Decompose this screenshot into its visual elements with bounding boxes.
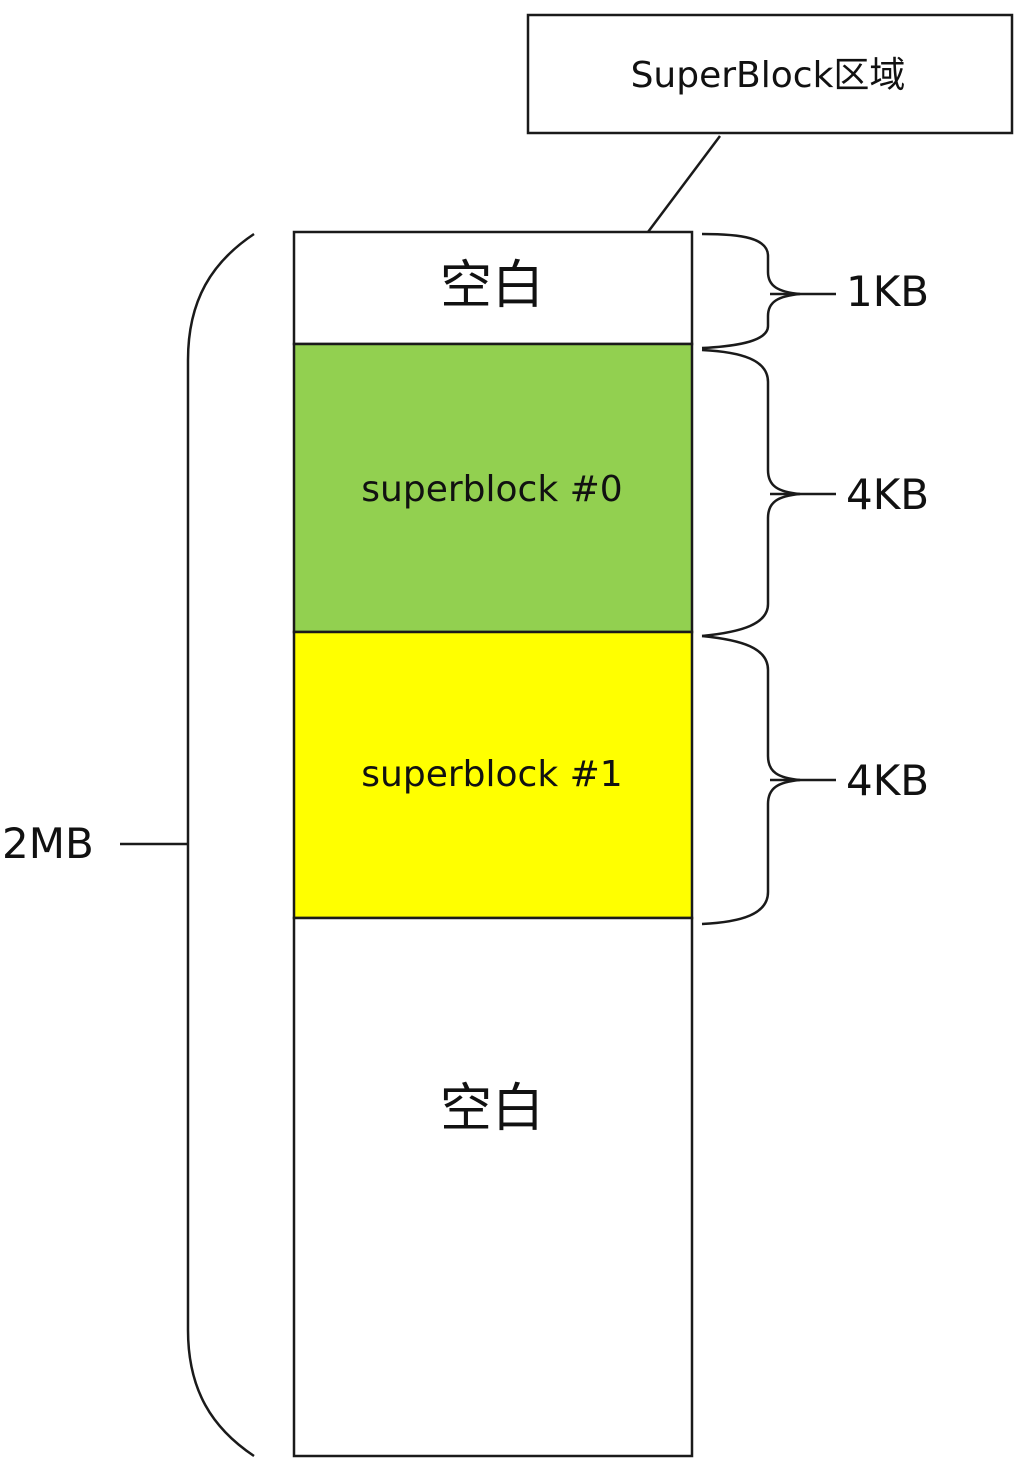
- total-brace: 2MB: [2, 232, 255, 1458]
- size-label-1kb: 1KB: [846, 267, 929, 316]
- segment-stack: 空白 superblock #0 superblock #1 空白: [292, 230, 694, 1458]
- brace-1kb: [701, 232, 801, 350]
- segment-superblock-0: [292, 342, 694, 634]
- segment-blank-top: [292, 230, 694, 346]
- size-label-4kb-first: 4KB: [846, 470, 929, 519]
- callout-pointer-line: [647, 135, 721, 233]
- segment-superblock-0-label: superblock #0: [361, 469, 622, 510]
- segment-blank-bottom: [292, 916, 694, 1458]
- callout: SuperBlock区域: [526, 13, 1014, 233]
- segment-blank-bottom-label: 空白: [440, 1079, 544, 1139]
- callout-box: [526, 13, 1014, 135]
- size-label-4kb-second: 4KB: [846, 756, 929, 805]
- segment-superblock-1-label: superblock #1: [361, 754, 622, 795]
- size-braces: 1KB 4KB 4KB: [701, 232, 929, 926]
- total-size-label: 2MB: [2, 819, 94, 868]
- segment-superblock-1: [292, 630, 694, 920]
- callout-label: SuperBlock区域: [631, 55, 906, 96]
- brace-total: [186, 232, 255, 1458]
- segment-blank-top-label: 空白: [440, 256, 544, 316]
